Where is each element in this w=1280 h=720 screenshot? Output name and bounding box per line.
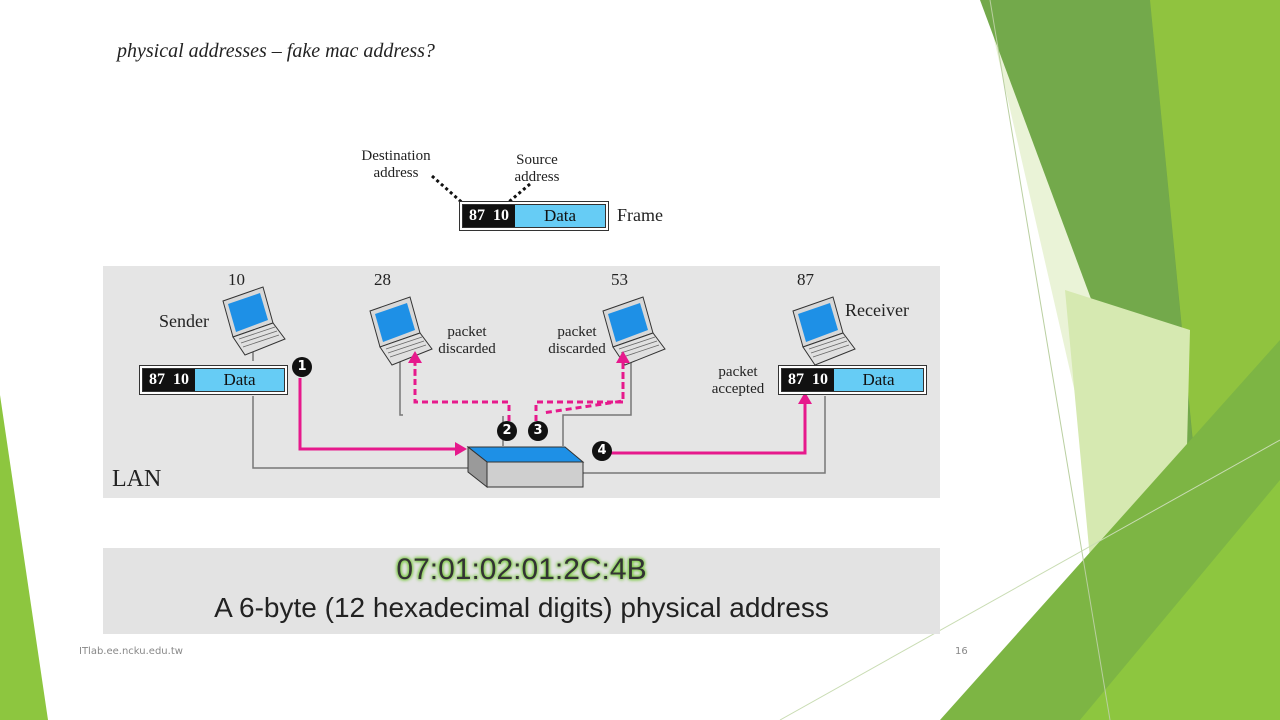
lan-diagram [222,286,856,489]
frame-label: Frame [617,205,663,225]
sender-frame-addresses: 87 10 [143,371,195,389]
deco-bottom-right [1080,480,1280,720]
dashed-paths-overlay [403,363,625,421]
deco-thin-line [989,0,1111,720]
receiver-status: packet accepted [702,364,774,398]
sender-frame-data: Data [195,369,284,391]
source-address-caption: Source address [502,152,572,186]
mac-address-example: 07:01:02:01:2C:4B [396,553,647,586]
overlay-mask [403,376,543,416]
source-pointer [503,182,531,208]
frame-data-field: Data [515,205,605,227]
dashed-path-3 [534,363,625,421]
source-caption-line2: address [514,169,560,185]
deco-thin-line [779,439,1280,720]
station-address-28: 28 [374,270,391,289]
receiver-frame-data: Data [834,369,923,391]
destination-caption-line2: address [373,165,419,181]
receiver-status-line2: accepted [711,381,765,397]
destination-pointer [431,174,467,208]
arrow-step-1 [298,378,455,451]
destination-address-caption: Destination address [350,148,442,182]
mac-address-description: A 6-byte (12 hexadecimal digits) physica… [214,592,829,623]
page-number: 16 [955,646,968,657]
receiver-status-line1: packet [718,364,758,380]
receiver-frame: 87 10 Data [781,368,924,392]
receiver-label: Receiver [845,300,909,320]
lan-label: LAN [112,466,162,492]
station-address-10: 10 [228,270,245,289]
arrow-step-4 [609,404,807,455]
frame-address-pair: 87 10 [463,207,515,225]
frame-src-value: 10 [493,207,509,224]
receiver-frame-src: 10 [812,371,828,388]
address-example-panel [103,548,940,634]
dashed-path-2 [413,363,511,421]
step-marker-4: 4 [592,441,612,461]
destination-caption-line1: Destination [361,148,431,164]
station-address-87: 87 [797,270,814,289]
station-address-53: 53 [611,270,628,289]
step-marker-3: 3 [528,421,548,441]
legend-pointer-lines [431,174,531,208]
receiver-frame-dest: 87 [788,371,804,388]
left-green-triangle [0,395,48,720]
sender-frame-dest: 87 [149,371,165,388]
frame-legend-box: 87 10 Data [462,204,606,228]
sender-frame-src: 10 [173,371,189,388]
step-marker-2: 2 [497,421,517,441]
station-53-status-line2: discarded [548,341,606,357]
step-marker-1: 1 [292,357,312,377]
station-53-status: packet discarded [540,324,614,358]
sender-frame: 87 10 Data [142,368,285,392]
station-28-status-line1: packet [447,324,487,340]
receiver-frame-addresses: 87 10 [782,371,834,389]
frame-dest-value: 87 [469,207,485,224]
station-28-status: packet discarded [430,324,504,358]
station-28-status-line2: discarded [438,341,496,357]
arrow-heads [408,351,812,456]
footer-source: ITlab.ee.ncku.edu.tw [79,646,183,657]
station-53-status-line1: packet [557,324,597,340]
sender-label: Sender [159,311,209,331]
source-caption-line1: Source [516,152,558,168]
switch-icon [466,445,585,489]
slide-title: physical addresses – fake mac address? [117,40,435,62]
